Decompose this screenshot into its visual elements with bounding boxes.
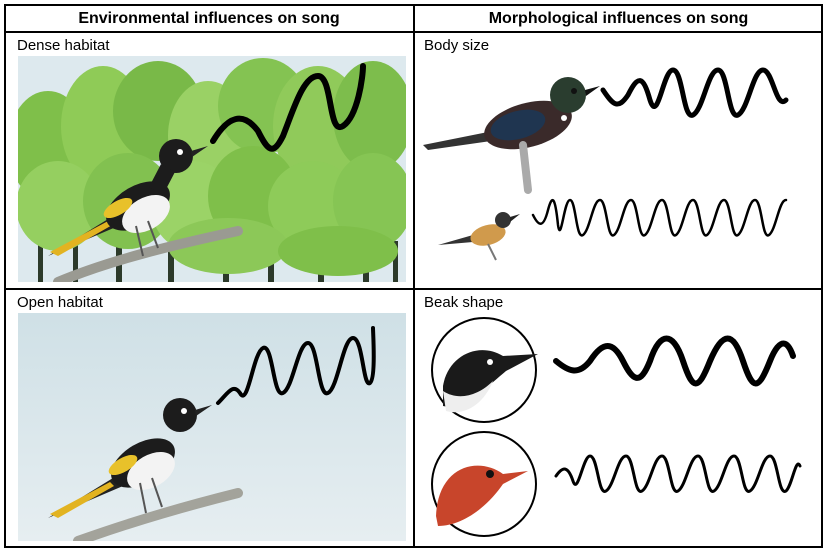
wide-beak-song-wave bbox=[553, 335, 796, 387]
left-column-header: Environmental influences on song bbox=[78, 10, 340, 27]
column-divider bbox=[413, 4, 415, 548]
large-bird bbox=[423, 77, 600, 194]
narrow-beak-song-wave bbox=[554, 454, 802, 493]
right-column-header: Morphological influences on song bbox=[488, 10, 749, 27]
honeyeater-bird bbox=[48, 139, 208, 257]
body-size-illustration bbox=[423, 67, 789, 261]
open-habitat-label: Open habitat bbox=[17, 294, 103, 311]
dense-song-wave bbox=[210, 63, 366, 152]
small-bird bbox=[438, 212, 520, 261]
beak-shape-label: Beak shape bbox=[424, 294, 504, 311]
small-bird-song-wave bbox=[531, 198, 788, 237]
beak-shape-illustration bbox=[431, 317, 802, 537]
branch bbox=[73, 488, 243, 541]
open-song-wave bbox=[216, 326, 376, 405]
body-size-label: Body size bbox=[424, 37, 490, 54]
branch bbox=[53, 226, 243, 282]
honeyeater-bird bbox=[48, 398, 212, 518]
wide-beak-bird-portrait bbox=[431, 317, 538, 423]
dense-habitat-label: Dense habitat bbox=[17, 37, 110, 54]
perch bbox=[519, 141, 532, 194]
narrow-beak-bird-portrait bbox=[431, 431, 537, 537]
open-habitat-illustration bbox=[18, 313, 406, 541]
dense-habitat-illustration bbox=[18, 56, 406, 282]
large-bird-song-wave bbox=[600, 67, 789, 118]
